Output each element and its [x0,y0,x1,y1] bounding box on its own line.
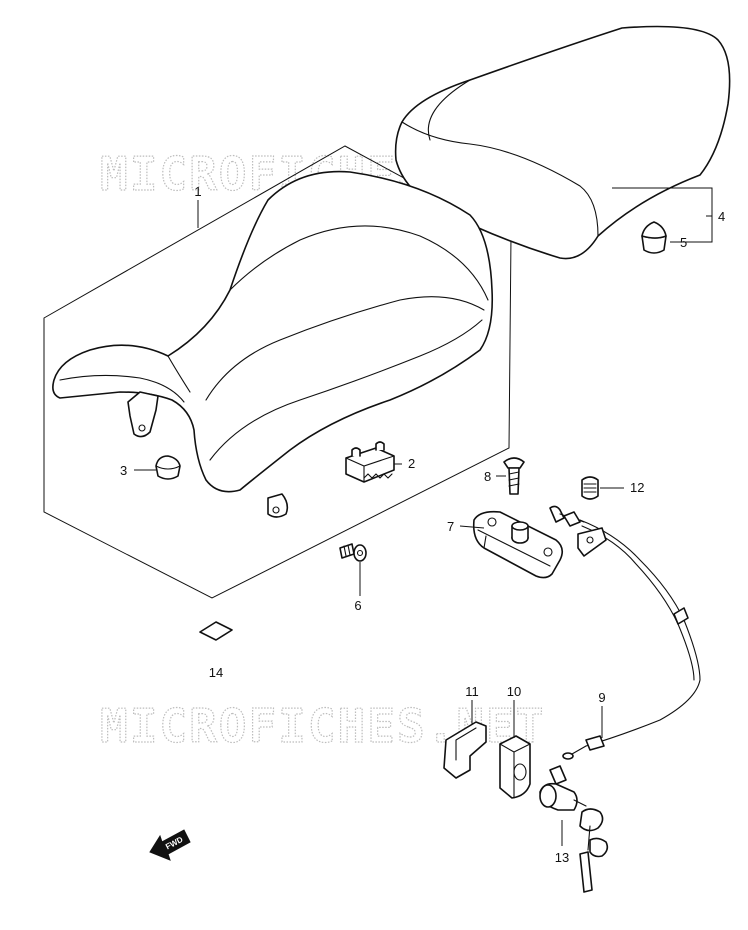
callout-7[interactable]: 7 [447,519,454,534]
fwd-arrow: FWD [149,829,191,861]
bolt[interactable] [339,543,367,562]
caution-label[interactable] [199,621,233,641]
callout-13[interactable]: 13 [555,850,569,865]
callout-5[interactable]: 5 [680,235,687,250]
leader-4-bracket [612,187,713,243]
lock-bracket[interactable] [499,735,531,799]
callout-12[interactable]: 12 [630,480,644,495]
callout-11[interactable]: 11 [465,684,479,699]
callout-4[interactable]: 4 [718,209,725,224]
callout-14[interactable]: 14 [209,665,223,680]
cable-clamp[interactable] [443,721,487,779]
callout-8[interactable]: 8 [484,469,491,484]
screw[interactable] [503,457,525,495]
rear-seat-cushion[interactable] [641,221,667,254]
rubber-block[interactable] [345,441,395,483]
rear-seat[interactable] [394,25,731,260]
bolt-small[interactable] [581,476,599,500]
callout-10[interactable]: 10 [507,684,521,699]
leader-7 [459,525,485,529]
callout-6[interactable]: 6 [354,598,361,613]
seat-cushion[interactable] [155,455,181,480]
assembly-frame [43,145,512,599]
key-lock-set[interactable] [539,765,609,893]
front-seat[interactable] [52,170,494,518]
callout-9[interactable]: 9 [598,690,605,705]
callout-2[interactable]: 2 [408,456,415,471]
seat-lock[interactable] [472,505,585,579]
seat-lock-cable[interactable] [562,511,701,760]
callout-3[interactable]: 3 [120,463,127,478]
callout-1[interactable]: 1 [194,184,201,199]
